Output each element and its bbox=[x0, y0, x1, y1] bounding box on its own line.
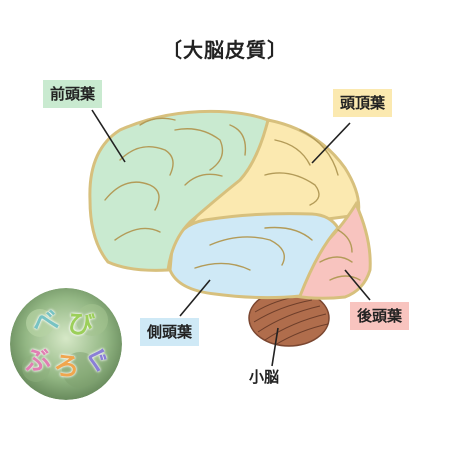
label-occipital-lobe: 後頭葉 bbox=[350, 302, 410, 330]
leader-lines bbox=[91, 109, 371, 367]
cerebellum-folds bbox=[253, 295, 329, 346]
label-temporal-lobe: 側頭葉 bbox=[140, 318, 200, 346]
label-frontal-lobe: 前頭葉 bbox=[43, 80, 103, 108]
label-cerebellum: 小脳 bbox=[249, 368, 280, 386]
brand-logo: べ び ぶ ろ ぐ bbox=[10, 288, 122, 400]
logo-glyph: ろ bbox=[51, 350, 82, 384]
temporal-region bbox=[168, 212, 340, 300]
label-parietal-lobe: 頭頂葉 bbox=[333, 89, 393, 117]
page-title: 〔大脳皮質〕 bbox=[162, 38, 288, 62]
